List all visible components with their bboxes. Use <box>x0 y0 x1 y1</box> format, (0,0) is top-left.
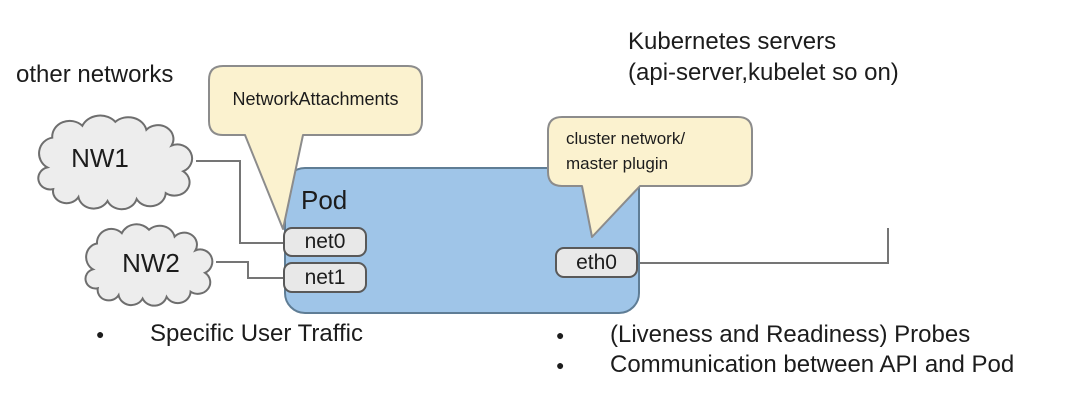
net1-interface-box: net1 <box>283 262 367 293</box>
net1-interface-label: net1 <box>304 265 346 289</box>
network-attachments-callout-shape <box>208 65 423 230</box>
bullet-dot-icon: ● <box>556 357 565 373</box>
nw2-cloud-label: NW2 <box>122 248 180 278</box>
bullet-right-text-1: (Liveness and Readiness) Probes <box>610 321 971 348</box>
bullet-dot-icon: ● <box>96 326 105 342</box>
nw1-net0-connector-line <box>196 160 284 244</box>
pod-label: Pod <box>301 185 348 215</box>
bullet-dot-icon: ● <box>556 327 565 343</box>
other-networks-label: other networks <box>16 61 174 88</box>
nw2-net1-connector-line <box>216 261 284 279</box>
eth0-interface-label: eth0 <box>576 250 617 274</box>
bullet-communication: ● Communication between API and Pod <box>552 351 1014 379</box>
eth0-interface-box: eth0 <box>555 247 638 278</box>
nw1-cloud-shape <box>38 116 192 210</box>
bullet-left-text: Specific User Traffic <box>150 320 363 347</box>
cluster-network-callout-text: cluster network/ master plugin <box>566 126 685 176</box>
bullet-right-text-2: Communication between API and Pod <box>610 351 1015 378</box>
cluster-network-callout-line2: master plugin <box>566 154 669 173</box>
net0-interface-box: net0 <box>283 227 367 257</box>
cluster-network-callout-shape <box>547 116 753 238</box>
bullet-probes: ● (Liveness and Readiness) Probes <box>552 321 970 349</box>
kubernetes-servers-label: Kubernetes servers (api-server,kubelet s… <box>628 26 899 88</box>
bullet-specific-user-traffic: ● Specific User Traffic <box>92 320 363 348</box>
nw1-cloud-label: NW1 <box>71 143 129 173</box>
kubernetes-servers-line1: Kubernetes servers <box>628 28 837 55</box>
network-attachments-callout-text: NetworkAttachments <box>232 89 399 109</box>
net0-interface-label: net0 <box>304 230 346 253</box>
nw2-cloud-shape <box>86 224 213 305</box>
eth0-kubernetes-connector-line <box>637 228 889 264</box>
kubernetes-servers-line2: (api-server,kubelet so on) <box>628 59 899 86</box>
cluster-network-callout-line1: cluster network/ <box>566 129 686 148</box>
